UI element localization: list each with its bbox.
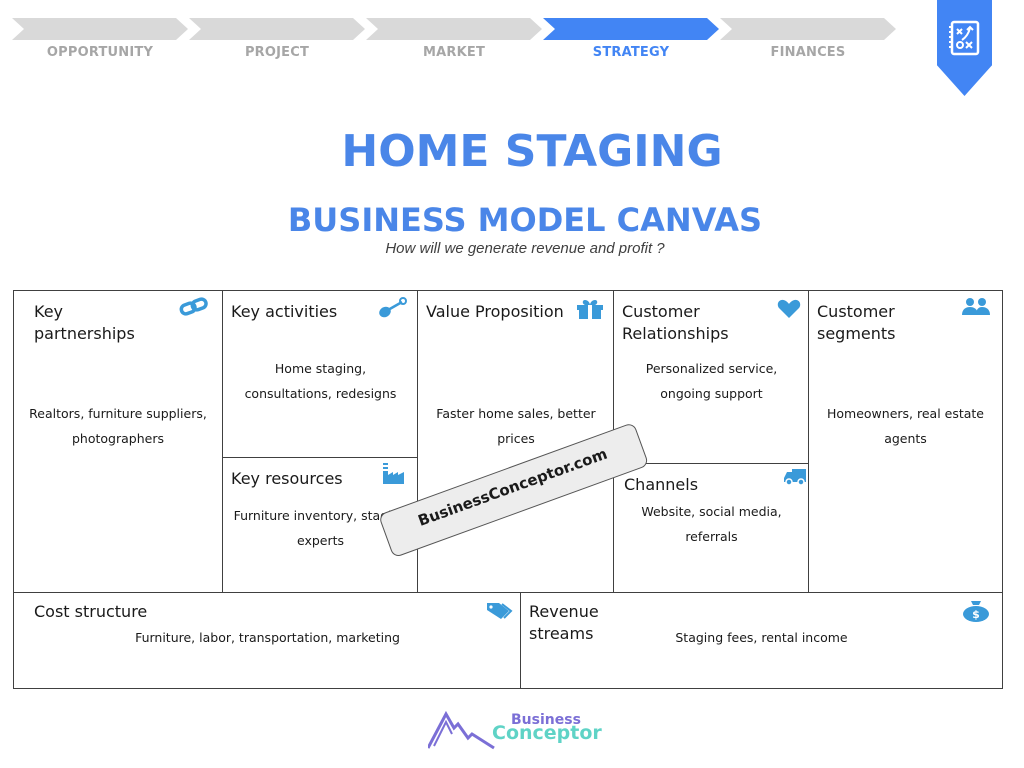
business-conceptor-logo[interactable]: Business Conceptor (428, 708, 608, 752)
cell-title: Key activities (231, 302, 338, 321)
step-label: OPPORTUNITY (46, 45, 154, 60)
factory-icon (383, 463, 404, 484)
cell-title: Revenue streams (529, 602, 599, 643)
cell-title: Key resources (231, 469, 343, 488)
svg-text:$: $ (972, 608, 980, 621)
page-subtitle: BUSINESS MODEL CANVAS (287, 201, 763, 239)
step-label: FINANCES (770, 45, 846, 60)
cell-revenue-streams[interactable]: Revenue streams $ Staging fees, rental i… (520, 592, 1003, 689)
step-chevron (366, 18, 542, 40)
cell-title: Customer segments (817, 302, 896, 343)
tag-icon (487, 603, 513, 619)
cell-channels[interactable]: Channels Website, social media, referral… (613, 463, 810, 594)
cell-content: Furniture inventory, staging experts (233, 508, 408, 548)
cell-content: Website, social media, referrals (641, 504, 782, 544)
cell-title: Value Proposition (426, 302, 564, 321)
cell-content: Realtors, furniture suppliers, photograp… (29, 406, 207, 446)
mountain-icon (428, 710, 495, 750)
cell-title: Channels (624, 475, 699, 494)
step-finances[interactable]: FINANCES (720, 18, 896, 78)
cell-customer-segments[interactable]: Customer segments Homeowners, real estat… (808, 290, 1003, 594)
cell-content: Personalized service, ongoing support (645, 361, 778, 401)
cell-title: Key partnerships (34, 302, 135, 343)
step-chevron (720, 18, 896, 40)
step-market[interactable]: MARKET (366, 18, 542, 78)
money-bag-icon: $ (963, 601, 989, 622)
logo-word-business: Business (511, 712, 581, 728)
step-chevron (12, 18, 188, 40)
cell-content: Home staging, consultations, redesigns (244, 361, 397, 401)
step-strategy[interactable]: STRATEGY (543, 18, 719, 78)
users-icon (962, 298, 990, 315)
progress-steps: OPPORTUNITY PROJECT MARKET STRATEGY FINA… (12, 18, 902, 78)
truck-icon (784, 469, 806, 486)
step-opportunity[interactable]: OPPORTUNITY (12, 18, 188, 78)
logo-word-conceptor: Conceptor (492, 722, 602, 744)
cell-content: Faster home sales, better prices (436, 406, 596, 446)
cell-title: Customer Relationships (622, 302, 729, 343)
heart-icon (777, 299, 801, 318)
cell-title: Cost structure (34, 602, 148, 621)
step-chevron (543, 18, 719, 40)
page-title: HOME STAGING (341, 126, 723, 177)
strategy-badge (937, 0, 992, 96)
cell-content: Staging fees, rental income (675, 630, 848, 645)
strategy-playbook-icon (949, 20, 980, 56)
cell-customer-relationships[interactable]: Customer Relationships Personalized serv… (613, 290, 810, 465)
link-icon (179, 297, 208, 316)
cell-content: Furniture, labor, transportation, market… (135, 630, 400, 645)
step-chevron (189, 18, 365, 40)
cell-content: Homeowners, real estate agents (826, 406, 984, 446)
cell-key-partnerships[interactable]: Key partnerships Realtors, furniture sup… (13, 290, 223, 594)
shovel-icon (379, 297, 407, 318)
step-project[interactable]: PROJECT (189, 18, 365, 78)
step-label: PROJECT (244, 45, 310, 60)
step-label: STRATEGY (592, 45, 670, 60)
page-question: How will we generate revenue and profit … (385, 240, 665, 257)
step-label: MARKET (422, 45, 486, 60)
cell-key-activities[interactable]: Key activities Home staging, consultatio… (222, 290, 419, 459)
gift-icon (577, 300, 603, 319)
cell-cost-structure[interactable]: Cost structure Furniture, labor, transpo… (13, 592, 522, 689)
